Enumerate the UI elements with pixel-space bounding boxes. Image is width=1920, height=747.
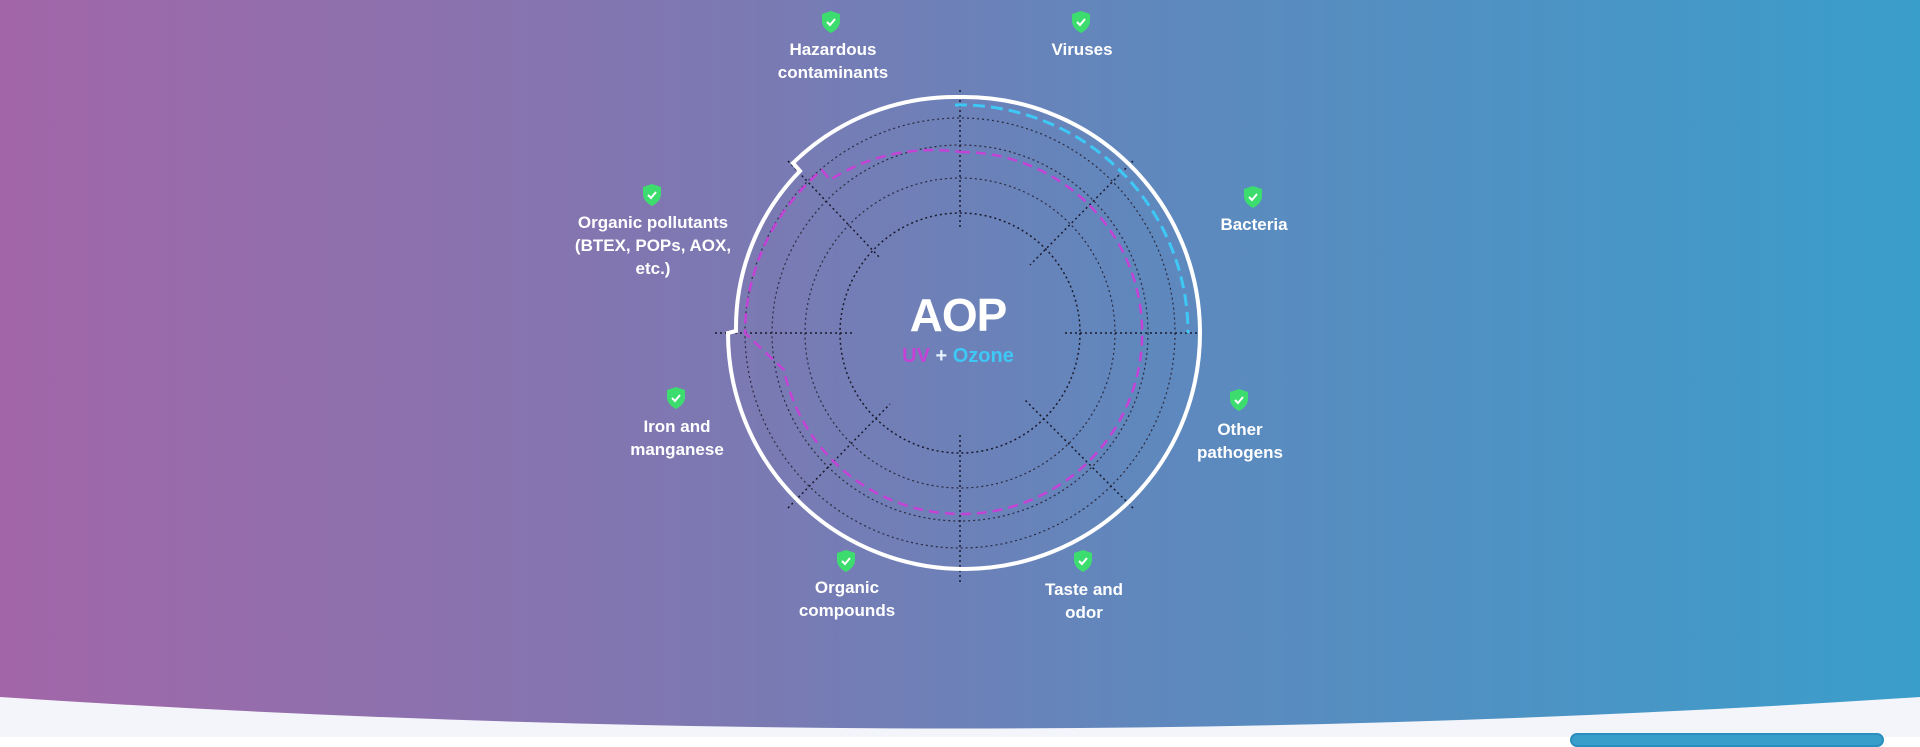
label-organic-pollutants: Organic pollutants (BTEX, POPs, AOX, etc… bbox=[575, 211, 731, 280]
label-line: etc.) bbox=[635, 259, 671, 278]
shield-check-icon bbox=[822, 11, 840, 33]
label-line: Other bbox=[1217, 420, 1263, 439]
shield-check-icon bbox=[1074, 550, 1092, 572]
label-line: manganese bbox=[630, 440, 724, 459]
label-line: Iron and bbox=[643, 417, 711, 436]
shield-check-icon bbox=[1230, 389, 1248, 411]
label-line: Organic bbox=[814, 578, 880, 597]
label-line: odor bbox=[1065, 603, 1103, 622]
aop-title: AOP bbox=[909, 289, 1008, 341]
shield-check-icon bbox=[1244, 186, 1262, 208]
label-line: Organic pollutants bbox=[577, 213, 729, 232]
label-line: Taste and bbox=[1044, 580, 1124, 599]
label-line: Viruses bbox=[1051, 40, 1113, 59]
label-hazardous-contaminants: Hazardous contaminants bbox=[778, 38, 889, 84]
shield-check-icon bbox=[1072, 11, 1090, 33]
uv-coverage-line bbox=[743, 148, 1144, 516]
label-bacteria: Bacteria bbox=[1220, 213, 1287, 236]
label-line: pathogens bbox=[1197, 443, 1283, 462]
shield-check-icon bbox=[643, 184, 661, 206]
label-line: contaminants bbox=[777, 63, 889, 82]
label-organic-compounds: Organic compounds bbox=[799, 576, 895, 622]
aop-subtitle: UV + Ozone bbox=[902, 345, 1014, 368]
label-taste-and-odor: Taste and odor bbox=[1045, 578, 1123, 624]
shield-check-icon bbox=[837, 550, 855, 572]
label-line: Bacteria bbox=[1220, 215, 1288, 234]
label-line: Hazardous bbox=[789, 40, 877, 59]
uv-label: UV bbox=[902, 345, 930, 367]
label-other-pathogens: Other pathogens bbox=[1197, 418, 1283, 464]
shield-check-icon bbox=[667, 387, 685, 409]
plus-sign: + bbox=[929, 345, 953, 367]
label-line: (BTEX, POPs, AOX, bbox=[574, 236, 732, 255]
aop-coverage-outline bbox=[725, 94, 1202, 571]
label-line: compounds bbox=[798, 601, 896, 620]
label-iron-and-manganese: Iron and manganese bbox=[630, 415, 724, 461]
label-viruses: Viruses bbox=[1051, 38, 1112, 61]
ozone-label: Ozone bbox=[952, 345, 1014, 367]
ozone-coverage-line bbox=[954, 103, 1190, 334]
